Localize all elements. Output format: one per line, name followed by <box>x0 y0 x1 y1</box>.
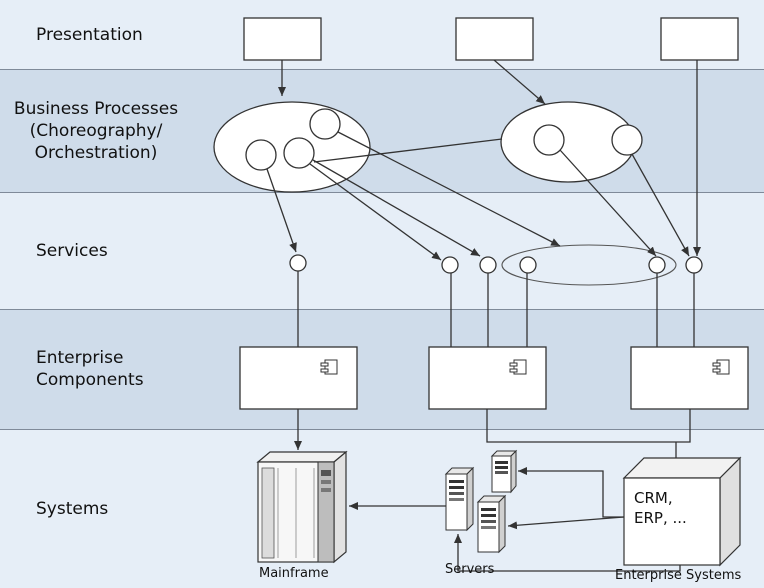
layer-label-presentation: Presentation <box>36 24 143 45</box>
service-group-ellipse <box>501 244 677 286</box>
component-icon-1 <box>320 359 338 375</box>
arrow-sub2b-to-service-6 <box>631 153 690 257</box>
service-interface-3 <box>479 256 497 274</box>
service-interface-1 <box>289 254 307 272</box>
components-to-enterprise-bus <box>486 409 691 443</box>
presentation-box-1 <box>243 17 322 61</box>
caption-servers: Servers <box>445 562 495 577</box>
arrow-pres2-to-process2 <box>493 59 546 105</box>
arrow-enterprise-to-server-1 <box>454 534 681 572</box>
caption-enterprise-systems: Enterprise Systems <box>615 568 742 583</box>
arrow-sub1b-to-service-3 <box>312 159 481 257</box>
arrow-sub1b-to-service-2 <box>309 163 442 261</box>
band-presentation <box>0 0 764 69</box>
arrow-sub1a-to-service-1 <box>266 168 297 253</box>
arrow-enterprise-to-server-2 <box>518 467 624 518</box>
component-icon-3 <box>712 359 730 375</box>
service-interface-2 <box>441 256 459 274</box>
presentation-box-2 <box>455 17 534 61</box>
layer-label-enterprise-components: Enterprise Components <box>36 348 144 390</box>
subprocess-circle-1b <box>283 137 315 169</box>
presentation-box-3 <box>660 17 739 61</box>
subprocess-circle-2a <box>533 124 565 156</box>
arrow-sub1c-to-group <box>337 131 561 247</box>
subprocess-circle-1c <box>309 108 341 140</box>
arrow-enterprise-to-server-3 <box>507 516 625 530</box>
arrow-sub2a-to-service-5 <box>559 149 657 257</box>
component-box-2 <box>428 346 547 410</box>
3d-box-icon <box>622 456 742 567</box>
service-interface-5 <box>648 256 666 274</box>
component-box-1 <box>239 346 358 410</box>
service-interface-6 <box>685 256 703 274</box>
component-icon-2 <box>509 359 527 375</box>
component-box-3 <box>630 346 749 410</box>
service-interface-4 <box>519 256 537 274</box>
subprocess-circle-2b <box>611 124 643 156</box>
enterprise-system-label: CRM, ERP, ... <box>634 489 687 527</box>
layer-label-business-processes: Business Processes (Choreography/ Orches… <box>13 98 179 163</box>
server-tower-icon-3 <box>476 494 507 554</box>
layer-label-services: Services <box>36 240 108 261</box>
band-services <box>0 192 764 309</box>
subprocess-circle-1a <box>245 139 277 171</box>
layer-label-systems: Systems <box>36 498 109 519</box>
server-tower-icon-2 <box>490 449 518 494</box>
process-link-line <box>313 138 503 163</box>
caption-mainframe: Mainframe <box>259 566 329 581</box>
mainframe-icon <box>256 450 348 564</box>
server-tower-icon-1 <box>444 466 475 532</box>
